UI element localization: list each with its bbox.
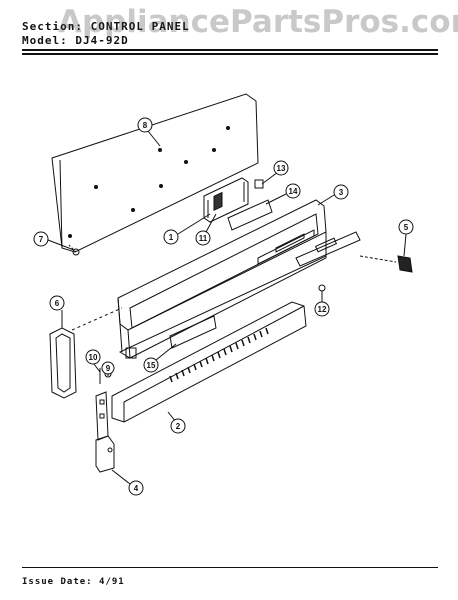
back-panel: [51, 93, 259, 253]
diagram-header: Section: CONTROL PANEL Model: DJ4-92D: [22, 20, 442, 48]
trim-strip: [169, 315, 217, 349]
footer-rule: [22, 567, 438, 568]
callout-11: 11: [199, 234, 208, 243]
callouts: 8 7 13 14 3 1 11 5 12 6: [33, 117, 414, 496]
issue-date: Issue Date: 4/91: [22, 577, 125, 587]
header-rule-bottom: [22, 53, 438, 55]
callout-8: 8: [143, 121, 148, 130]
end-cap: [49, 307, 123, 399]
callout-3: 3: [339, 188, 344, 197]
display-trim: [295, 231, 361, 267]
connector-5: [359, 255, 413, 273]
callout-7: 7: [39, 235, 44, 244]
screw-7: [67, 243, 80, 256]
overlay-label: [227, 199, 273, 231]
callout-4: 4: [134, 484, 139, 493]
callout-10: 10: [89, 353, 98, 362]
hinge-assembly: [95, 368, 115, 473]
callout-6: 6: [55, 299, 60, 308]
watermark: AppliancePartsPros.com: [58, 4, 458, 40]
callout-14: 14: [289, 187, 298, 196]
callout-1: 1: [169, 233, 174, 242]
callout-5: 5: [404, 223, 409, 232]
callout-9: 9: [106, 364, 111, 373]
model-label: Model: DJ4-92D: [22, 34, 129, 47]
callout-15: 15: [147, 361, 156, 370]
header-rule-top: [22, 49, 438, 51]
vent-panel: [111, 301, 307, 423]
callout-13: 13: [277, 164, 286, 173]
section-label: Section: CONTROL PANEL: [22, 20, 190, 33]
callout-12: 12: [318, 305, 327, 314]
console-housing: [117, 199, 327, 359]
callout-2: 2: [176, 422, 181, 431]
